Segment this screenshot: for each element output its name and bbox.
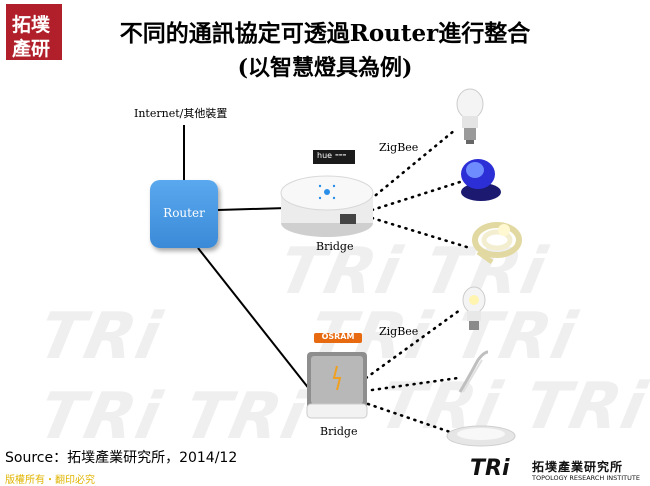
osram-zigbee-label: ZigBee bbox=[379, 325, 419, 338]
hue-badge: hue ▬▬▬ bbox=[313, 150, 355, 164]
tri-brand-en: TOPOLOGY RESEARCH INSTITUTE bbox=[532, 474, 640, 482]
zigbee-link-1 bbox=[363, 128, 457, 206]
tri-logo-mark: TRi bbox=[470, 456, 510, 481]
osram-bridge-device bbox=[306, 352, 368, 419]
osram-bridge-label: Bridge bbox=[320, 425, 358, 438]
page-subtitle: (以智慧燈具為例) bbox=[237, 55, 413, 81]
osram-bulb-icon bbox=[462, 286, 486, 330]
osram-ceiling-light-icon bbox=[446, 425, 516, 447]
logo-line2: 產研 bbox=[12, 38, 51, 60]
source-citation: Source：拓墣產業研究所，2014/12 bbox=[5, 450, 238, 466]
hue-bridge-label: Bridge bbox=[316, 240, 354, 253]
zigbee-link-2 bbox=[370, 180, 462, 212]
router-node: Router bbox=[150, 180, 218, 248]
osram-badge-text: OSRAM bbox=[321, 332, 355, 341]
hue-badge-decor: ▬▬▬ bbox=[335, 152, 347, 157]
osram-flex-strip-icon bbox=[458, 350, 489, 393]
osram-badge: OSRAM bbox=[314, 332, 362, 343]
zigbee-link-6 bbox=[366, 402, 452, 434]
hue-bulb-icon bbox=[456, 88, 484, 144]
tri-brand-cn: 拓墣產業研究所 bbox=[532, 460, 624, 474]
zigbee-link-4 bbox=[364, 308, 462, 380]
hue-bridge-device bbox=[280, 175, 374, 237]
router-hue-line bbox=[217, 207, 288, 211]
router-label: Router bbox=[163, 206, 205, 220]
hue-badge-text: hue bbox=[317, 151, 333, 160]
hue-color-lamp-icon bbox=[461, 159, 501, 201]
copyright-notice: 版權所有・翻印必究 bbox=[5, 475, 95, 486]
page-title: 不同的通訊協定可透過Router進行整合 bbox=[119, 20, 531, 47]
internet-label: Internet/其他裝置 bbox=[134, 107, 228, 120]
zigbee-link-3 bbox=[370, 216, 472, 250]
router-osram-line bbox=[197, 247, 311, 391]
zigbee-link-5 bbox=[370, 376, 460, 392]
hue-zigbee-label: ZigBee bbox=[379, 141, 419, 154]
logo-line1: 拓墣 bbox=[12, 14, 51, 36]
brand-logo: 拓墣 產研 bbox=[6, 4, 62, 60]
light-strip-icon bbox=[472, 222, 522, 265]
